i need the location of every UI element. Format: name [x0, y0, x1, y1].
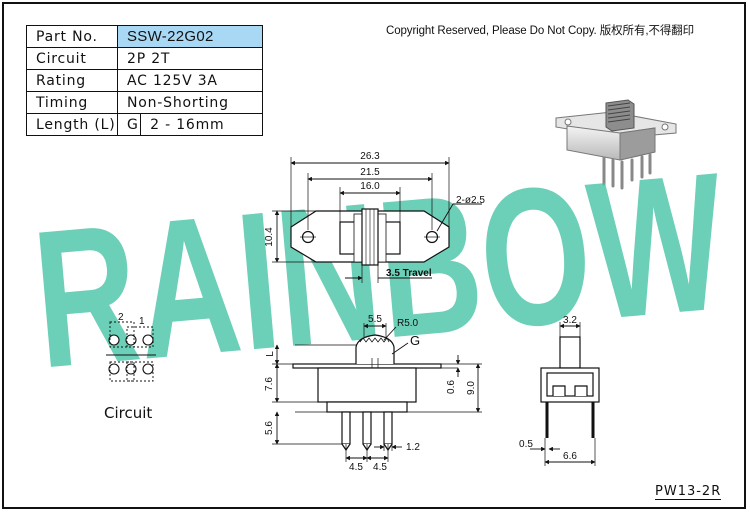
spec-row-length: Length (L) G 2 - 16mm	[26, 113, 263, 136]
spec-row-circuit: Circuit 2P 2T	[26, 47, 263, 70]
rating-label: Rating	[26, 69, 118, 92]
length-code: G	[116, 113, 142, 136]
dim-end-pin: 0.5	[519, 439, 533, 450]
length-g-mark: G	[410, 333, 420, 348]
timing-label: Timing	[26, 91, 118, 114]
dim-hole-spacing: 21.5	[360, 167, 380, 178]
side-view-drawing	[272, 323, 482, 462]
drawing-code: PW13-2R	[655, 484, 722, 500]
spec-row-rating: Rating AC 125V 3A	[26, 69, 263, 92]
spec-row-timing: Timing Non-Shorting	[26, 91, 263, 114]
dim-pitch-right: 4.5	[373, 462, 387, 473]
top-view-drawing	[272, 157, 482, 283]
length-value: 2 - 16mm	[140, 113, 263, 136]
dim-total-height: 9.0	[466, 381, 477, 395]
dim-pitch-left: 4.5	[349, 462, 363, 473]
dim-overall-width: 26.3	[360, 151, 380, 162]
dim-body-height: 7.6	[264, 377, 275, 391]
circuit-value: 2P 2T	[117, 47, 263, 70]
copyright-notice: Copyright Reserved, Please Do Not Copy. …	[386, 25, 695, 37]
dim-body-width: 16.0	[360, 181, 380, 192]
circuit-pin-2: 2	[118, 312, 124, 323]
spec-row-model: Part No. SSW-22G02	[26, 25, 263, 48]
product-illustration	[555, 99, 677, 190]
dim-end-span: 6.6	[563, 451, 577, 462]
dim-plate-thickness: 0.6	[446, 380, 457, 394]
circuit-pin-1: 1	[139, 316, 145, 327]
spec-table: Part No. SSW-22G02 Circuit 2P 2T Rating …	[26, 25, 263, 136]
circuit-title: Circuit	[104, 404, 153, 422]
mounting-hole-note: 2-ø2.5	[456, 195, 485, 206]
actuator-radius: R5.0	[397, 318, 419, 329]
rating-value: AC 125V 3A	[117, 69, 263, 92]
length-l-mark: L	[265, 351, 276, 357]
end-view-drawing	[530, 322, 600, 466]
dim-actuator-width: 5.5	[368, 314, 382, 325]
circuit-schematic	[106, 321, 156, 382]
dim-end-actuator: 3.2	[563, 315, 577, 326]
travel-dim: 3.5 Travel	[386, 268, 432, 279]
dim-plate-height: 10.4	[264, 227, 275, 247]
dim-pin-length: 5.6	[264, 421, 275, 435]
dim-pin-width: 1.2	[406, 442, 420, 453]
